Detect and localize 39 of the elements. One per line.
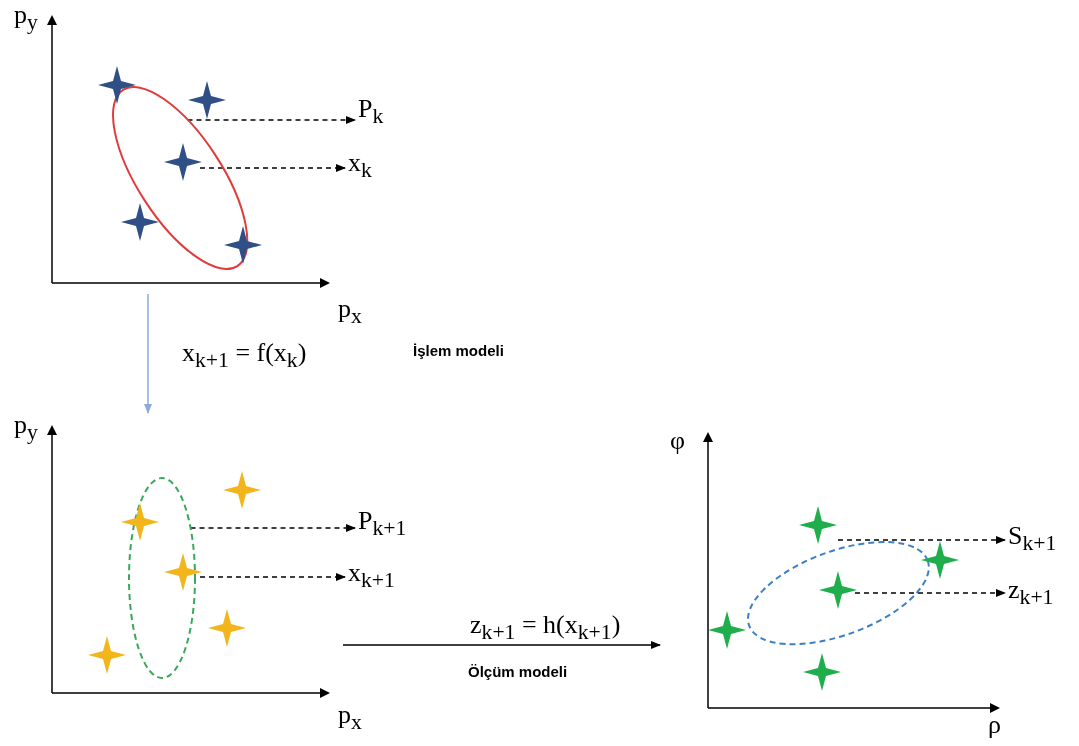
ellipse-outline bbox=[745, 539, 931, 647]
star-marker bbox=[921, 541, 959, 579]
star-marker bbox=[223, 471, 261, 509]
axis-label: p$_{y}$ bbox=[14, 2, 38, 34]
star-marker bbox=[121, 203, 159, 241]
star-marker bbox=[708, 611, 746, 649]
leader-arrow bbox=[189, 524, 356, 532]
star-marker bbox=[164, 143, 202, 181]
star-marker bbox=[208, 609, 246, 647]
caption-label: Ölçüm modeli bbox=[468, 664, 568, 679]
caption-label: İşlem modeli bbox=[413, 343, 504, 358]
symbol-label: S$_{k+1}$ bbox=[1008, 523, 1057, 555]
leader-arrow bbox=[186, 116, 356, 124]
star-marker bbox=[224, 226, 262, 264]
leader-arrow bbox=[837, 536, 1006, 544]
star-marker bbox=[164, 553, 202, 591]
symbol-label: x$_{k+1}$ bbox=[348, 560, 395, 592]
star-marker bbox=[803, 653, 841, 691]
axis-label: ρ bbox=[988, 712, 1001, 738]
ellipse-outline bbox=[110, 85, 250, 271]
star-marker bbox=[88, 636, 126, 674]
star-marker bbox=[121, 503, 159, 541]
symbol-label: x$_{k}$ bbox=[348, 150, 372, 182]
axis-label: p$_{x}$ bbox=[338, 296, 362, 328]
leader-arrow bbox=[199, 164, 346, 172]
leader-arrow bbox=[199, 573, 346, 581]
axis-label: φ bbox=[670, 428, 685, 454]
symbol-label: P$_{k+1}$ bbox=[358, 508, 407, 540]
axis-label: p$_{x}$ bbox=[338, 702, 362, 734]
star-marker bbox=[188, 81, 226, 119]
symbol-label: z$_{k+1}$ bbox=[1008, 577, 1054, 609]
axis-label: p$_{y}$ bbox=[14, 412, 38, 444]
arrow bbox=[342, 641, 661, 649]
star-marker bbox=[819, 571, 857, 609]
leader-arrow bbox=[854, 589, 1006, 597]
arrow bbox=[144, 293, 152, 414]
symbol-label: P$_{k}$ bbox=[358, 96, 384, 128]
star-marker bbox=[799, 506, 837, 544]
star-marker bbox=[98, 66, 136, 104]
